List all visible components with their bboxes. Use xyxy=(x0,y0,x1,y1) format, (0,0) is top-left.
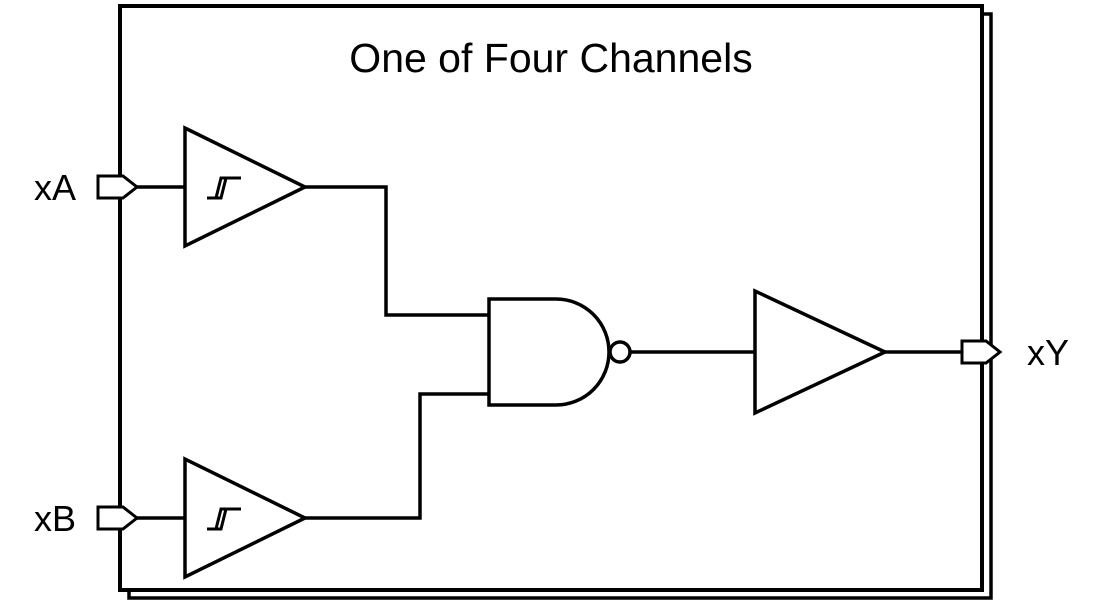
input-pin-xb xyxy=(96,505,140,531)
schmitt-trigger-b xyxy=(183,456,309,580)
hysteresis-icon xyxy=(207,507,241,531)
output-buffer-body xyxy=(753,288,890,416)
wire-schmitt-b-to-nand xyxy=(305,392,489,520)
output-pin-xy xyxy=(960,339,1003,365)
input-xa: xA xyxy=(34,167,185,208)
hysteresis-icon xyxy=(207,176,241,200)
input-label-xb: xB xyxy=(34,498,76,539)
diagram-title: One of Four Channels xyxy=(349,35,752,81)
input-label-xa: xA xyxy=(34,167,76,208)
nand-gate-body xyxy=(487,297,611,407)
nand-inversion-bubble xyxy=(608,340,632,364)
nand-gate xyxy=(487,297,632,407)
schmitt-trigger-b-body xyxy=(183,456,309,580)
input-xb: xB xyxy=(34,498,185,539)
schmitt-trigger-a-body xyxy=(183,125,309,249)
output-label-xy: xY xyxy=(1027,332,1069,373)
input-pin-xa xyxy=(96,174,140,200)
wire-schmitt-a-to-nand xyxy=(305,185,489,317)
output-xy: xY xyxy=(960,332,1069,373)
schmitt-trigger-a xyxy=(183,125,309,249)
